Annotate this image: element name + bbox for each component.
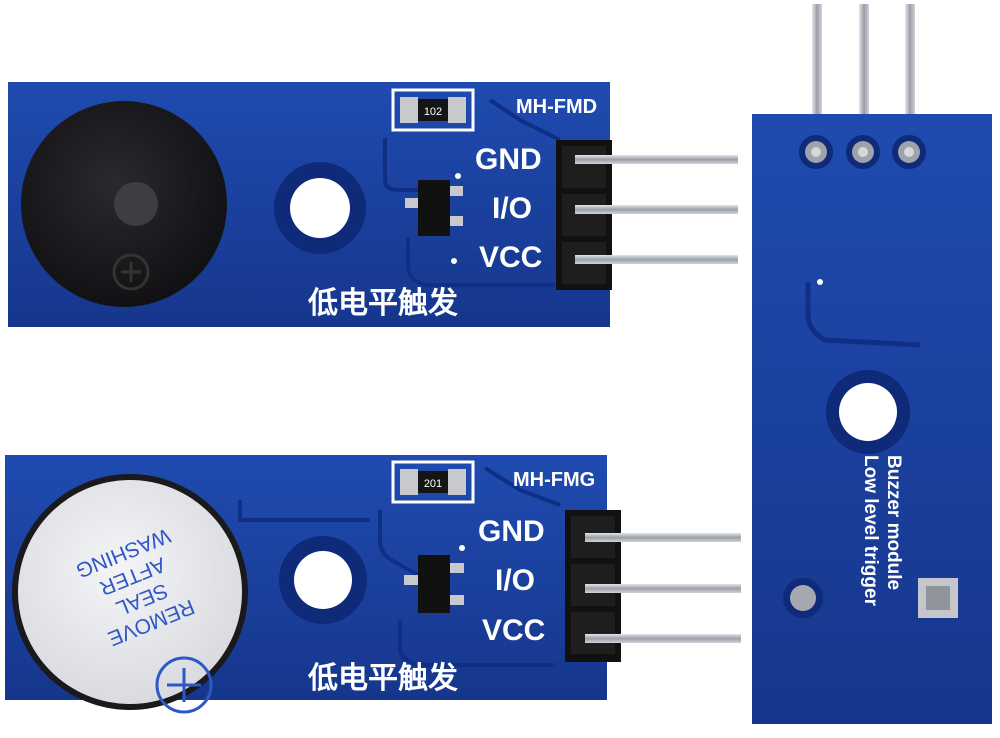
top-resistor-outline [391,88,475,132]
top-pin-gnd [575,155,738,164]
top-pin-label-io: I/O [492,192,532,225]
bottom-pin-label-gnd: GND [478,515,545,548]
bottom-pin-vcc [585,634,741,643]
top-module: 102 MH-FMD GND I/O VCC 低电平触发 [8,82,738,327]
back-label-line-2: Low level trigger [860,455,881,607]
back-pin-1 [812,4,822,120]
top-trigger-label: 低电平触发 [307,286,458,321]
top-pin-io [575,205,738,214]
bottom-pin-io [585,584,741,593]
top-transistor [418,180,450,236]
bottom-pin-label-io: I/O [495,564,535,597]
back-solder-pads [799,135,926,169]
top-pin-label-gnd: GND [475,143,542,176]
top-pin-vcc [575,255,738,264]
bottom-resistor-code: 201 [424,478,442,490]
bottom-transistor [418,555,450,613]
bottom-module: REMOVE SEAL AFTER WASHING 201 MH-FMG GND… [5,455,741,714]
bottom-buzzer-sticker [18,480,242,704]
back-pin-2 [859,4,869,120]
sticker-plus-icon [155,656,213,714]
bottom-resistor-outline [391,460,475,504]
bottom-pin-gnd [585,533,741,542]
top-pin-label-vcc: VCC [479,241,542,274]
top-model-label: MH-FMD [516,96,597,118]
back-module: Buzzer module Low level trigger [752,4,992,724]
back-label-line-1: Buzzer module [883,455,904,590]
back-label: Buzzer module Low level trigger [860,455,904,607]
back-pin-3 [905,4,915,120]
top-resistor-code: 102 [424,106,442,118]
bottom-pin-label-vcc: VCC [482,614,545,647]
bottom-trigger-label: 低电平触发 [307,661,458,696]
bottom-model-label: MH-FMG [513,469,595,491]
